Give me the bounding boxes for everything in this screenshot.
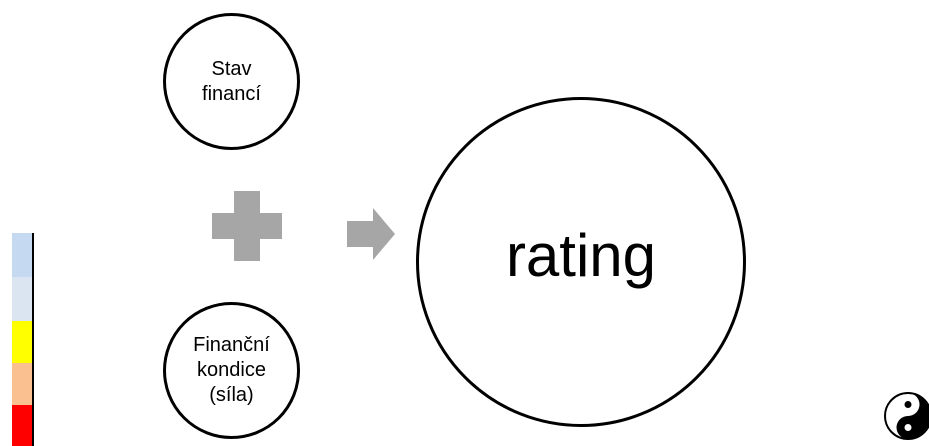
color-scale-line xyxy=(32,233,34,446)
color-band-red xyxy=(12,405,32,446)
node-state-of-finances: Stav financí xyxy=(163,13,300,150)
node-state-of-finances-label: Stav financí xyxy=(202,57,261,105)
color-band-orange xyxy=(12,363,32,405)
arrow-right-icon xyxy=(347,208,395,260)
yin-yang-icon xyxy=(884,392,929,440)
node-financial-condition: Finanční kondice (síla) xyxy=(163,302,300,439)
color-scale xyxy=(12,233,34,446)
plus-icon xyxy=(212,191,282,261)
color-band-yellow xyxy=(12,321,32,363)
node-financial-condition-label: Finanční kondice (síla) xyxy=(193,334,270,406)
color-band-pale-blue xyxy=(12,277,32,321)
node-rating-label: rating xyxy=(505,222,657,289)
node-rating: rating xyxy=(416,97,746,427)
color-band-light-blue xyxy=(12,233,32,277)
